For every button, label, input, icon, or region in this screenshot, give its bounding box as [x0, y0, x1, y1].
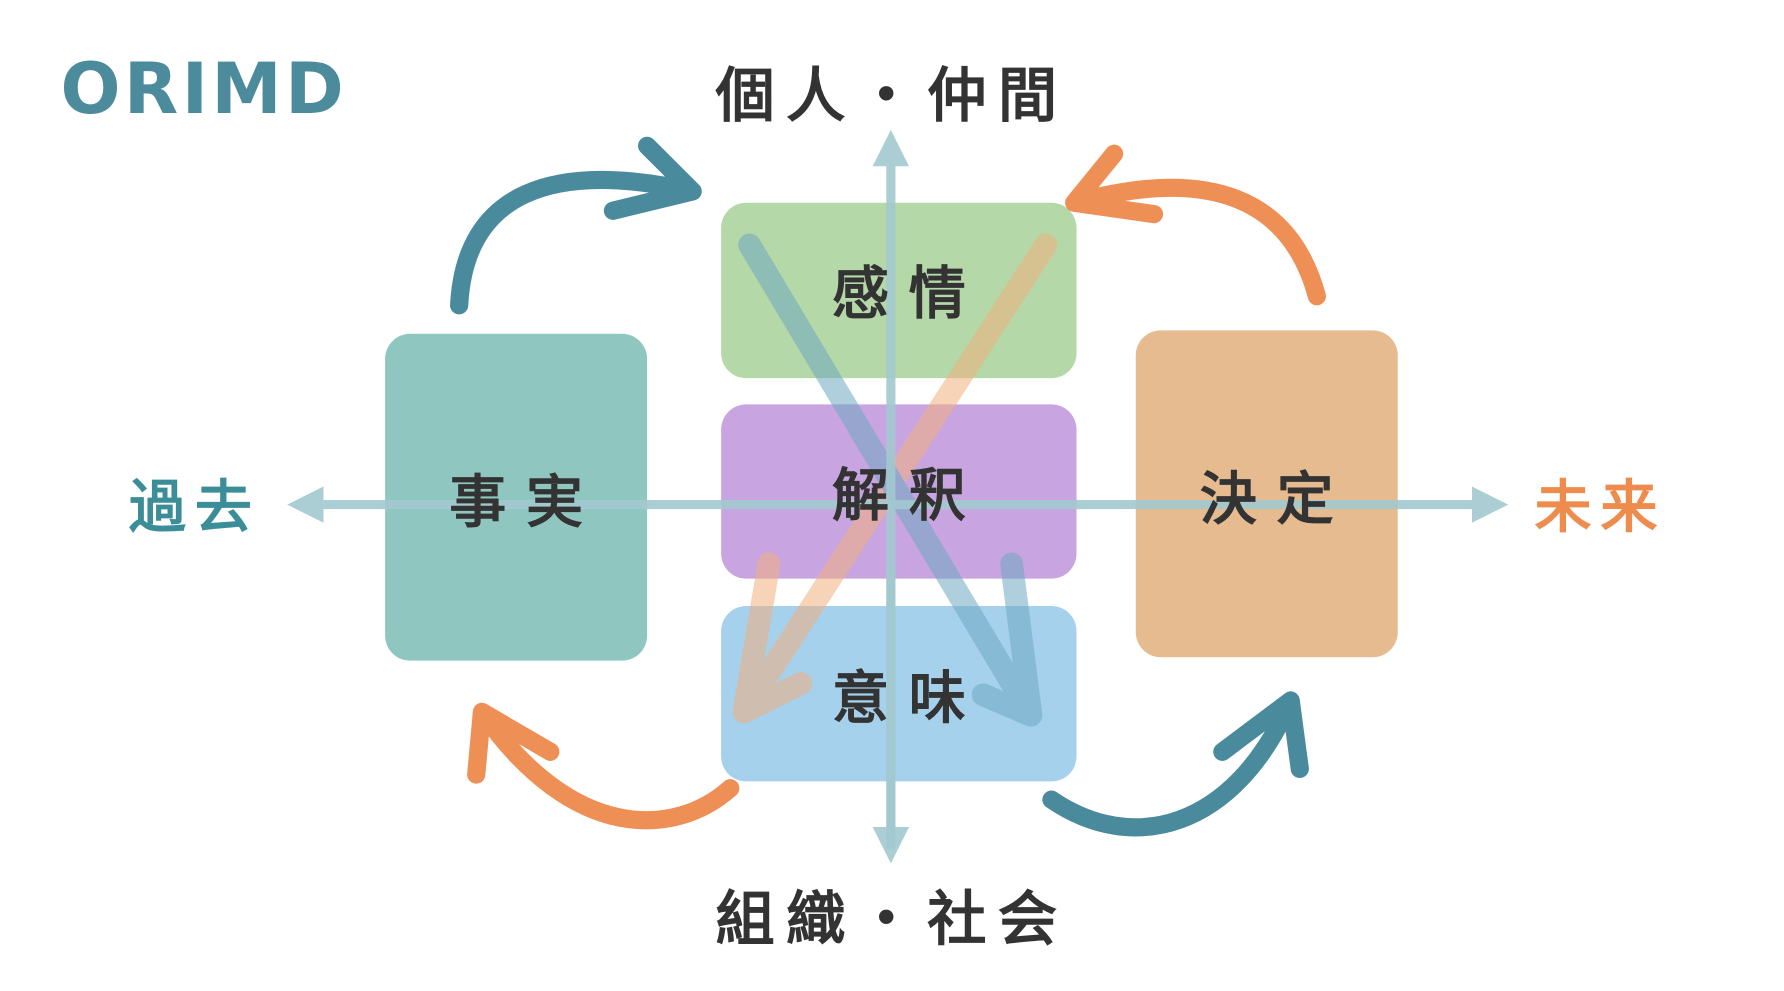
- arrow-bottom-left-icon: [467, 702, 740, 830]
- label-emotion: 感 情: [832, 261, 966, 327]
- box-fact: [385, 333, 648, 661]
- axis-label-future: 未来: [1534, 474, 1666, 540]
- axis-label-bottom: 組織・社会: [715, 885, 1068, 954]
- label-decision: 決 定: [1200, 466, 1334, 532]
- arrow-bottom-right-icon: [1042, 691, 1309, 837]
- box-decision: [1135, 330, 1398, 658]
- axis-label-past: 過去: [129, 474, 261, 540]
- label-meaning: 意 味: [832, 666, 966, 732]
- arrow-top-left-icon: [450, 136, 702, 315]
- label-interpretation: 解 釈: [832, 463, 966, 529]
- title: ORIMD: [60, 47, 347, 130]
- label-fact: 事 実: [449, 470, 583, 536]
- axis-label-top: 個人・仲間: [714, 61, 1068, 130]
- arrow-top-right-icon: [1065, 144, 1326, 306]
